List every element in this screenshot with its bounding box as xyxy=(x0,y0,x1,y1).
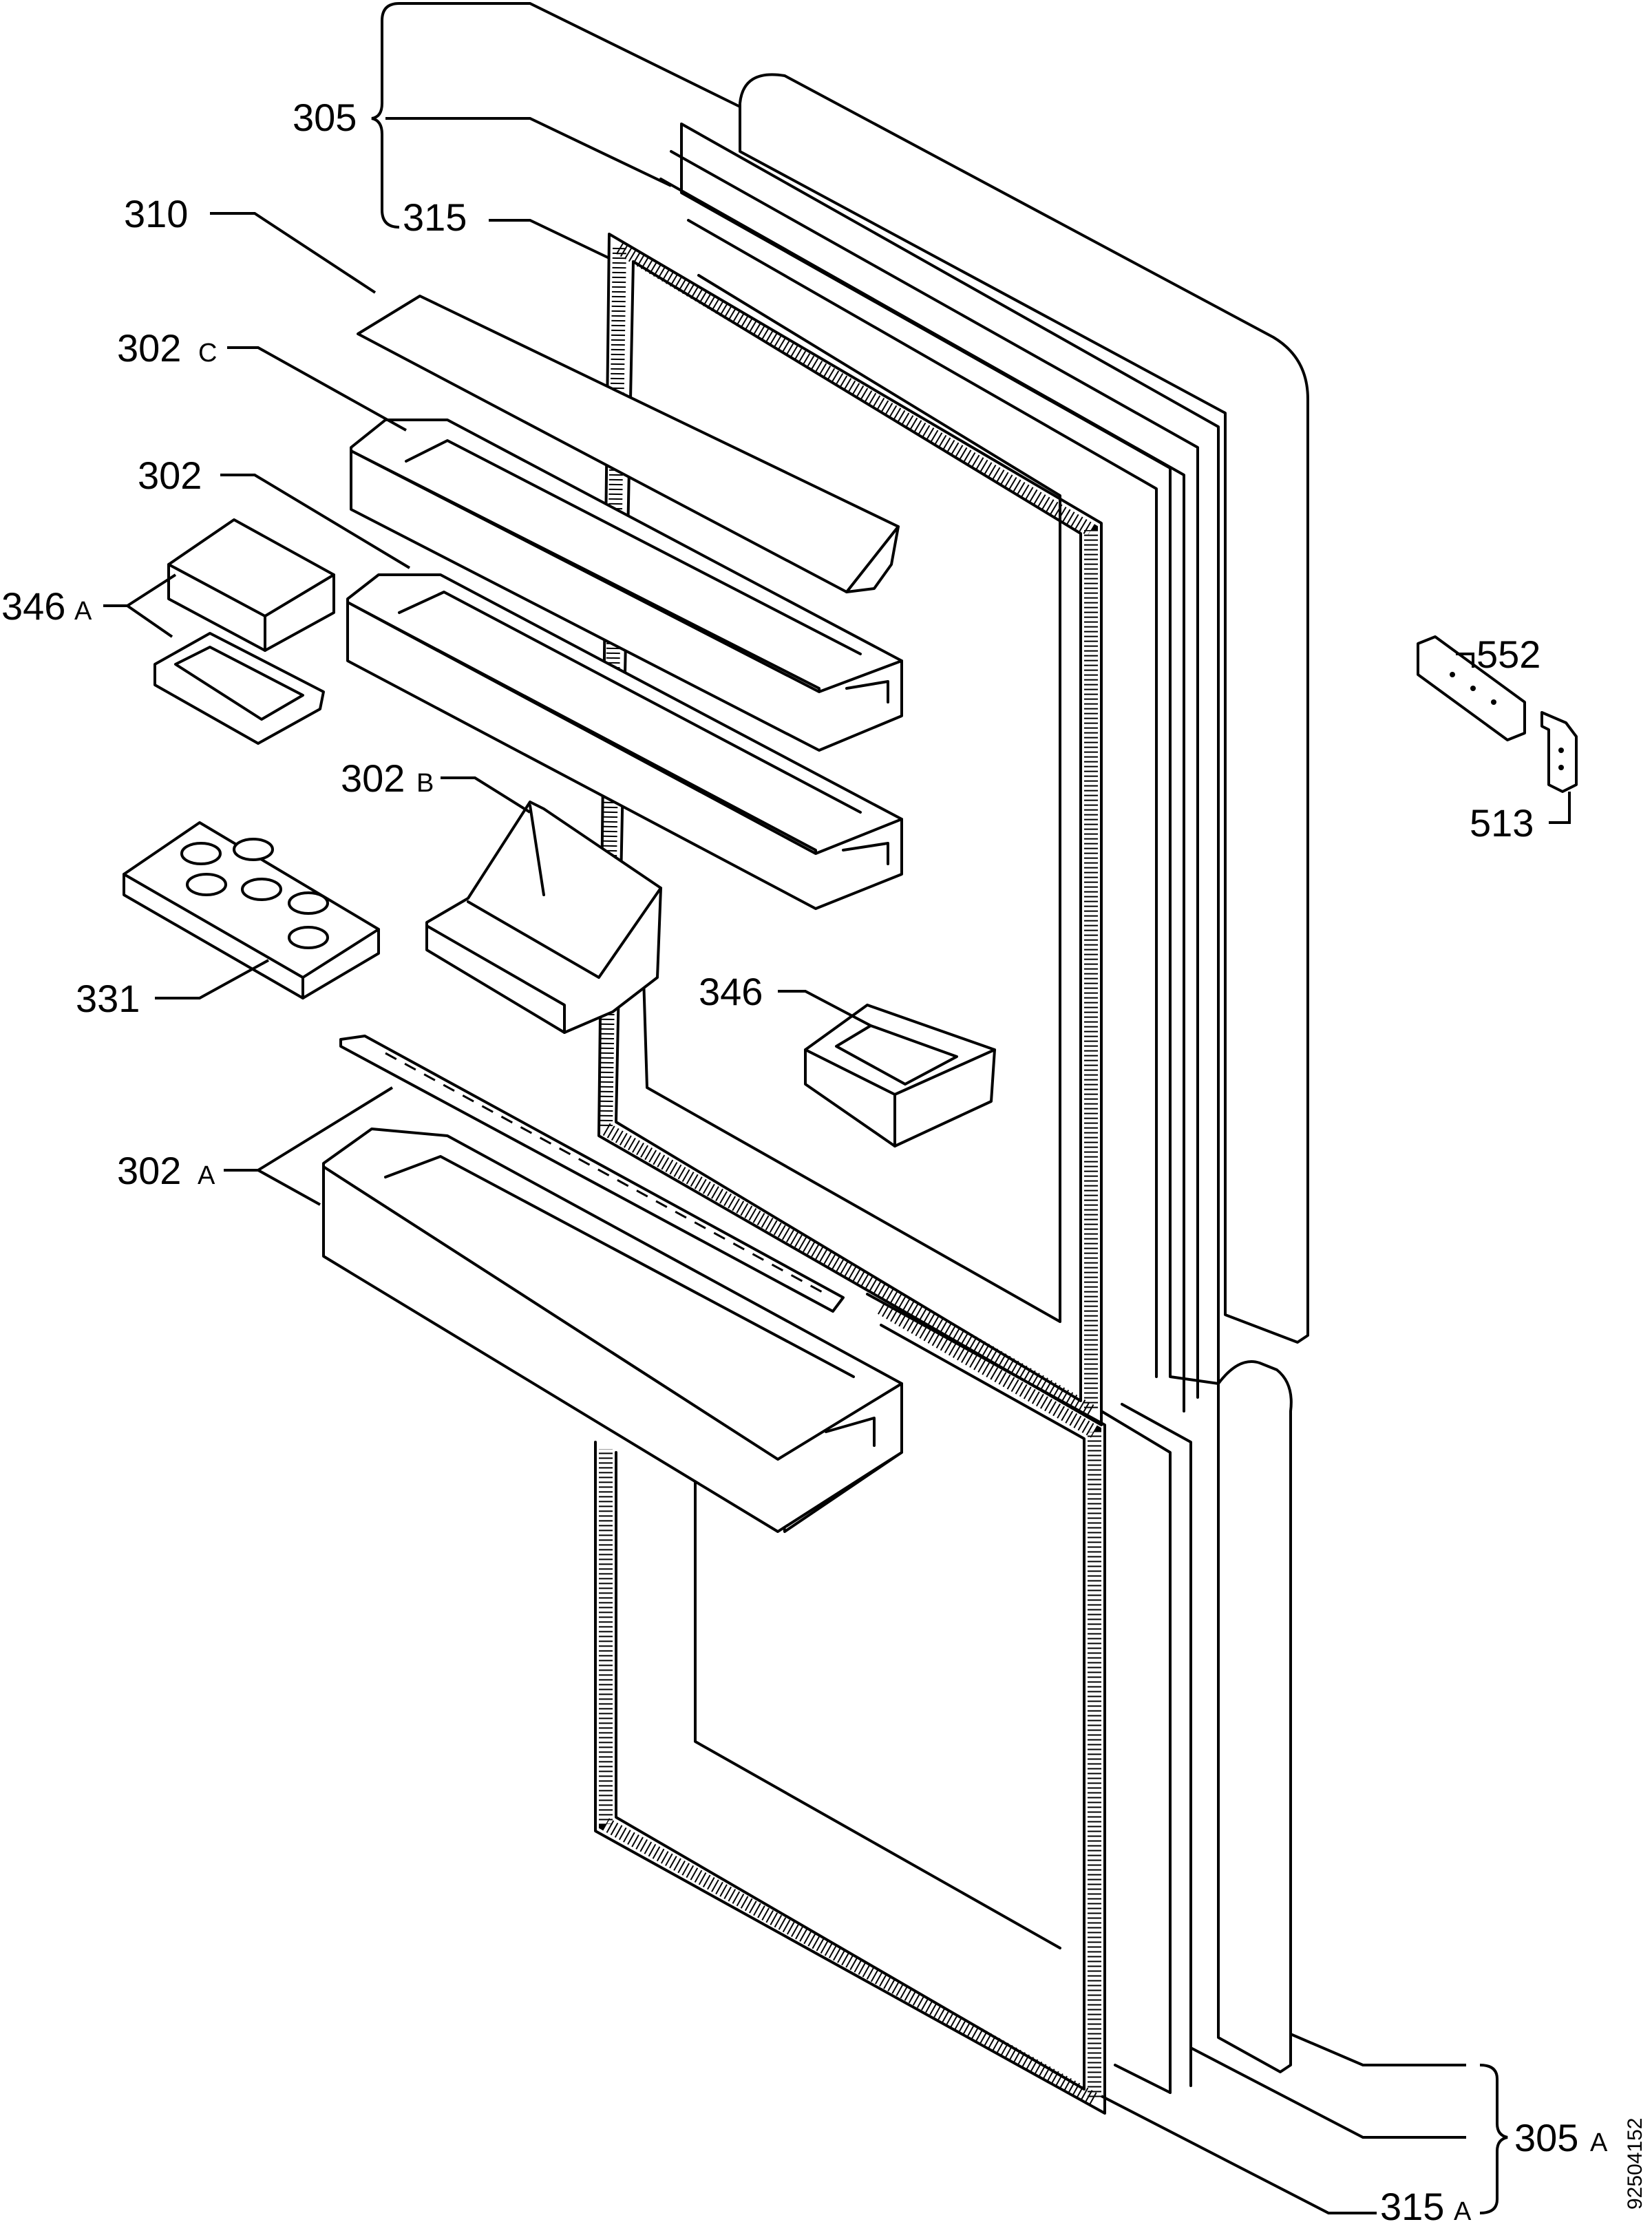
part-302A-bottle-bin xyxy=(322,1128,903,1533)
label-513: 513 xyxy=(1470,801,1534,845)
label-302a: 302 xyxy=(117,1149,181,1192)
label-302b-suffix: B xyxy=(416,769,434,798)
lower-door-outer-panel xyxy=(1217,1360,1293,2073)
label-305a-suffix: A xyxy=(1590,2128,1608,2157)
label-305: 305 xyxy=(293,96,357,139)
part-346A-butter-box xyxy=(153,518,335,745)
label-346: 346 xyxy=(699,970,763,1013)
label-302: 302 xyxy=(138,454,202,497)
upper-door-gasket xyxy=(597,233,1103,1426)
label-302a-suffix: A xyxy=(198,1161,215,1190)
label-331: 331 xyxy=(76,977,140,1020)
label-315a: 315 xyxy=(1380,2185,1444,2222)
label-310: 310 xyxy=(124,192,188,235)
drawing-code: 92504152 xyxy=(1624,2118,1646,2210)
part-552-hinge-plate xyxy=(1417,635,1526,741)
callout-labels: 305 315 310 302 C 302 346 A 302 B 331 34… xyxy=(1,96,1608,2222)
part-302B-small-bin xyxy=(425,801,662,1034)
part-346-small-box xyxy=(804,1004,996,1147)
leader-lines xyxy=(103,1,1571,2214)
part-310-shelf-cover xyxy=(357,295,900,593)
part-302A-shelf-rail xyxy=(339,1035,845,1313)
label-315: 315 xyxy=(403,195,467,239)
label-305a: 305 xyxy=(1514,2116,1578,2159)
part-302C-door-bin xyxy=(350,419,903,752)
label-302b: 302 xyxy=(341,756,405,800)
label-346a-suffix: A xyxy=(74,597,92,626)
label-315a-suffix: A xyxy=(1454,2197,1472,2222)
part-302-door-bin xyxy=(346,573,903,910)
label-346a: 346 xyxy=(1,584,65,628)
part-513-hinge-bracket xyxy=(1540,711,1578,793)
lower-door-gasket xyxy=(594,1293,1106,2115)
label-302c-suffix: C xyxy=(198,339,217,368)
upper-door-outer-panel xyxy=(739,73,1309,1344)
lower-door-liner xyxy=(1100,1403,1192,2094)
part-331-egg-tray xyxy=(123,821,380,999)
label-302c: 302 xyxy=(117,326,181,370)
upper-door-liner xyxy=(659,123,1220,1412)
label-552: 552 xyxy=(1476,633,1540,676)
